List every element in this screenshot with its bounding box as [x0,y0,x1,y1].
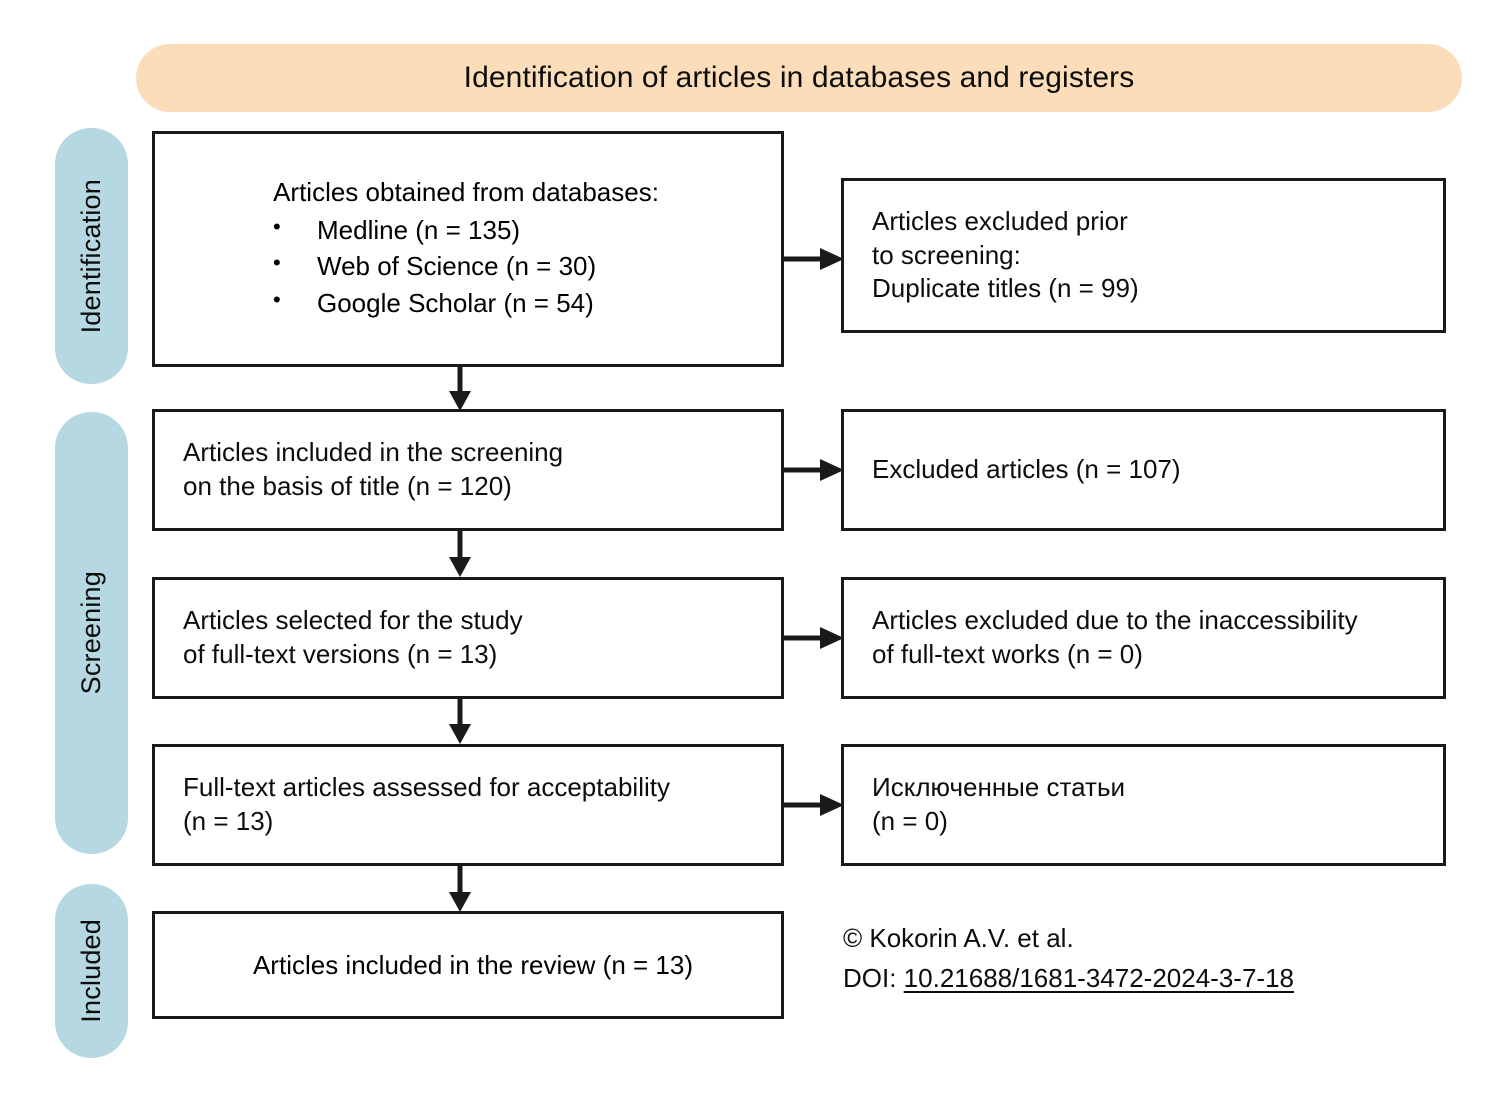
stage-rail-included: Included [55,884,128,1058]
doi-link[interactable]: 10.21688/1681-3472-2024-3-7-18 [903,963,1294,994]
box-articles-included-in-review: Articles included in the review (n = 13) [152,911,784,1019]
excluded-after-assessment-line-2: (n = 0) [872,806,948,836]
screening-on-title-line-2: on the basis of title (n = 120) [183,471,512,501]
stage-rail-screening: Screening [55,412,128,854]
box-screening-on-title: Articles included in the screening on th… [152,409,784,531]
excluded-inaccessible-line-2: of full-text works (n = 0) [872,639,1143,669]
list-item: Google Scholar (n = 54) [273,284,781,322]
arrow-screening-to-fulltext-selection [446,531,474,577]
excluded-after-assessment-line-1: Исключенные статьи [872,772,1126,803]
fulltext-assessed-line-2: (n = 13) [183,806,274,836]
page-title: Identification of articles in databases … [463,61,1135,94]
list-item: Web of Science (n = 30) [273,247,781,285]
excluded-prior-text: Articles excluded prior to screening: Du… [844,205,1443,306]
excluded-prior-line-3: Duplicate titles (n = 99) [872,273,1139,304]
excluded-prior-line-2: to screening: [872,239,1021,270]
box-excluded-after-assessment: Исключенные статьи (n = 0) [841,744,1446,866]
excluded-inaccessible-text: Articles excluded due to the inaccessibi… [844,604,1443,672]
box-excluded-prior-to-screening: Articles excluded prior to screening: Du… [841,178,1446,333]
fulltext-selected-line-1: Articles selected for the study [183,605,523,636]
articles-obtained-heading: Articles obtained from databases: [273,176,659,207]
excluded-by-title-text: Excluded articles (n = 107) [844,453,1443,487]
excluded-by-title-line-1: Excluded articles (n = 107) [872,454,1181,485]
fulltext-selected-text: Articles selected for the study of full-… [155,604,781,672]
stage-rail-label-screening: Screening [76,571,106,695]
fulltext-selected-line-2: of full-text versions (n = 13) [183,639,498,669]
arrow-identification-to-screening [446,367,474,411]
doi-label: DOI: [843,963,904,994]
fulltext-assessed-text: Full-text articles assessed for acceptab… [155,771,781,839]
stage-rail-label-included: Included [76,919,106,1023]
arrow-fulltext-selection-to-assessment [446,699,474,744]
arrow-identification-to-excluded-prior [784,246,844,272]
doi-line: DOI: 10.21688/1681-3472-2024-3-7-18 [843,958,1294,998]
screening-on-title-line-1: Articles included in the screening [183,437,564,468]
fulltext-assessed-line-1: Full-text articles assessed for acceptab… [183,772,670,803]
excluded-after-assessment-text: Исключенные статьи (n = 0) [844,771,1443,839]
database-source-list: Medline (n = 135) Web of Science (n = 30… [155,211,781,323]
arrow-screening-to-excluded-by-title [784,457,844,483]
box-articles-obtained: Articles obtained from databases: Medlin… [152,131,784,367]
arrow-fulltext-selection-to-excluded-inaccessible [784,625,844,651]
arrow-assessment-to-included [446,866,474,912]
diagram-header-banner: Identification of articles in databases … [136,44,1462,112]
copyright-line: © Kokorin A.V. et al. [843,923,1074,953]
box-fulltext-selected: Articles selected for the study of full-… [152,577,784,699]
excluded-inaccessible-line-1: Articles excluded due to the inaccessibi… [872,605,1358,636]
screening-on-title-text: Articles included in the screening on th… [155,436,781,504]
box-excluded-inaccessible-fulltext: Articles excluded due to the inaccessibi… [841,577,1446,699]
arrow-assessment-to-excluded-after-assessment [784,792,844,818]
list-item: Medline (n = 135) [273,211,781,249]
stage-rail-label-identification: Identification [76,178,106,334]
excluded-prior-line-1: Articles excluded prior [872,205,1128,236]
box-fulltext-assessed: Full-text articles assessed for acceptab… [152,744,784,866]
box-excluded-articles-by-title: Excluded articles (n = 107) [841,409,1446,531]
credit-block: © Kokorin A.V. et al. DOI: 10.21688/1681… [843,918,1294,999]
articles-included-text: Articles included in the review (n = 13) [252,949,694,980]
stage-rail-identification: Identification [55,128,128,384]
